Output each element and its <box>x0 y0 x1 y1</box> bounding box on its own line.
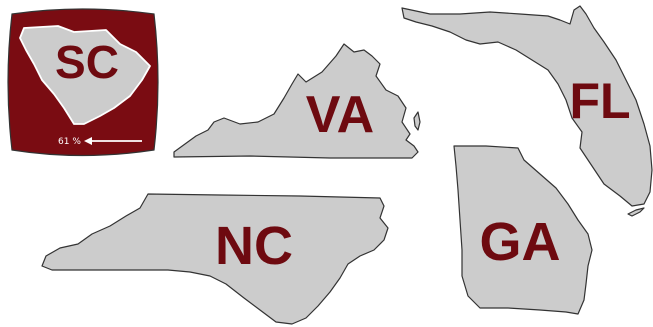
arrow-head-icon <box>84 137 92 145</box>
progress-text: 61 % <box>58 137 81 147</box>
state-shape-sc <box>19 25 151 125</box>
state-label-nc: NC <box>215 216 293 276</box>
state-tile-sc[interactable]: SC 61 % <box>7 8 159 157</box>
state-shape-ga <box>453 145 593 315</box>
state-tile-fl[interactable]: FL <box>401 5 653 217</box>
state-label-sc: SC <box>55 36 119 88</box>
state-shape-nc <box>41 193 389 325</box>
state-shape-fl <box>401 5 653 207</box>
state-shape-va-peninsula <box>413 111 421 131</box>
state-label-va: VA <box>306 86 374 144</box>
state-label-fl: FL <box>569 73 630 129</box>
state-tile-ga[interactable]: GA <box>453 145 593 315</box>
state-shape-fl-keys <box>627 207 645 217</box>
state-tile-va[interactable]: VA <box>173 43 421 159</box>
state-tile-nc[interactable]: NC <box>41 193 389 325</box>
state-shape-va <box>173 43 419 159</box>
state-label-ga: GA <box>480 212 561 272</box>
